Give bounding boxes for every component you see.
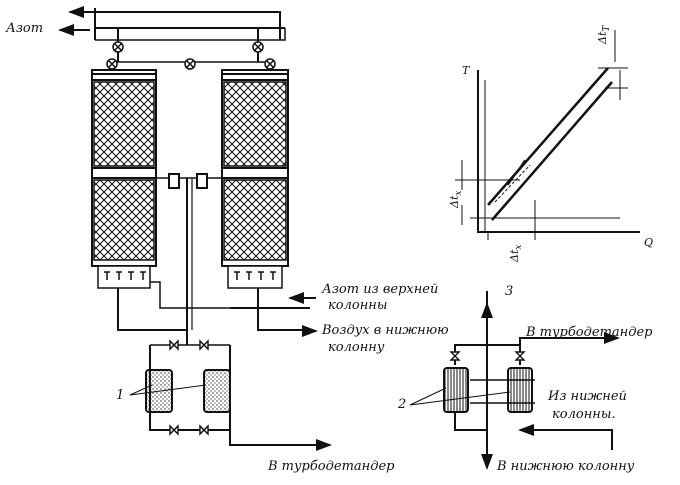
delta-t-x-prime-label: Δtx (448, 190, 465, 208)
from-lower-label-2: колонны. (552, 407, 616, 422)
adsorber-right (203, 369, 231, 413)
regenerator-left-bottom-packing (93, 179, 155, 261)
delta-t-x-label: Δtx (508, 244, 525, 262)
azot-from-top-label-2: колонны (328, 298, 388, 313)
middle-crossover (156, 173, 222, 340)
callout-2: 2 (398, 397, 407, 412)
to-lower-label: В нижнюю колонну (497, 459, 635, 474)
delta-t-t-label: ΔtT (596, 25, 613, 44)
from-lower-label-1: Из нижней (548, 389, 627, 404)
tq-graph (455, 30, 640, 240)
bottom-piping (117, 281, 332, 451)
graph-t-axis-label: T (462, 64, 470, 77)
turbo-right-label: В турбодетандер (526, 325, 653, 340)
air-to-lower-label-1: Воздух в нижнюю (322, 323, 449, 338)
regenerator-left-top-packing (93, 81, 155, 167)
bottom-valve-boxes (97, 265, 283, 289)
graph-q-axis-label: Q (644, 236, 654, 249)
callout-1: 1 (116, 388, 125, 403)
heat-exchanger-system (454, 291, 620, 470)
turbo-bottom-label: В турбодетандер (268, 459, 395, 474)
azot-from-top-label-1: Азот из верхней (322, 282, 439, 297)
heat-exchanger-left (443, 367, 469, 413)
regenerator-right-bottom-packing (223, 179, 287, 261)
callout-3: 3 (505, 284, 514, 299)
regenerator-right-top-packing (223, 81, 287, 167)
valve-icons (106, 41, 276, 70)
heat-exchanger-right (507, 367, 533, 413)
air-to-lower-label-2: колонну (328, 340, 385, 355)
azot-label: Азот (6, 21, 44, 36)
